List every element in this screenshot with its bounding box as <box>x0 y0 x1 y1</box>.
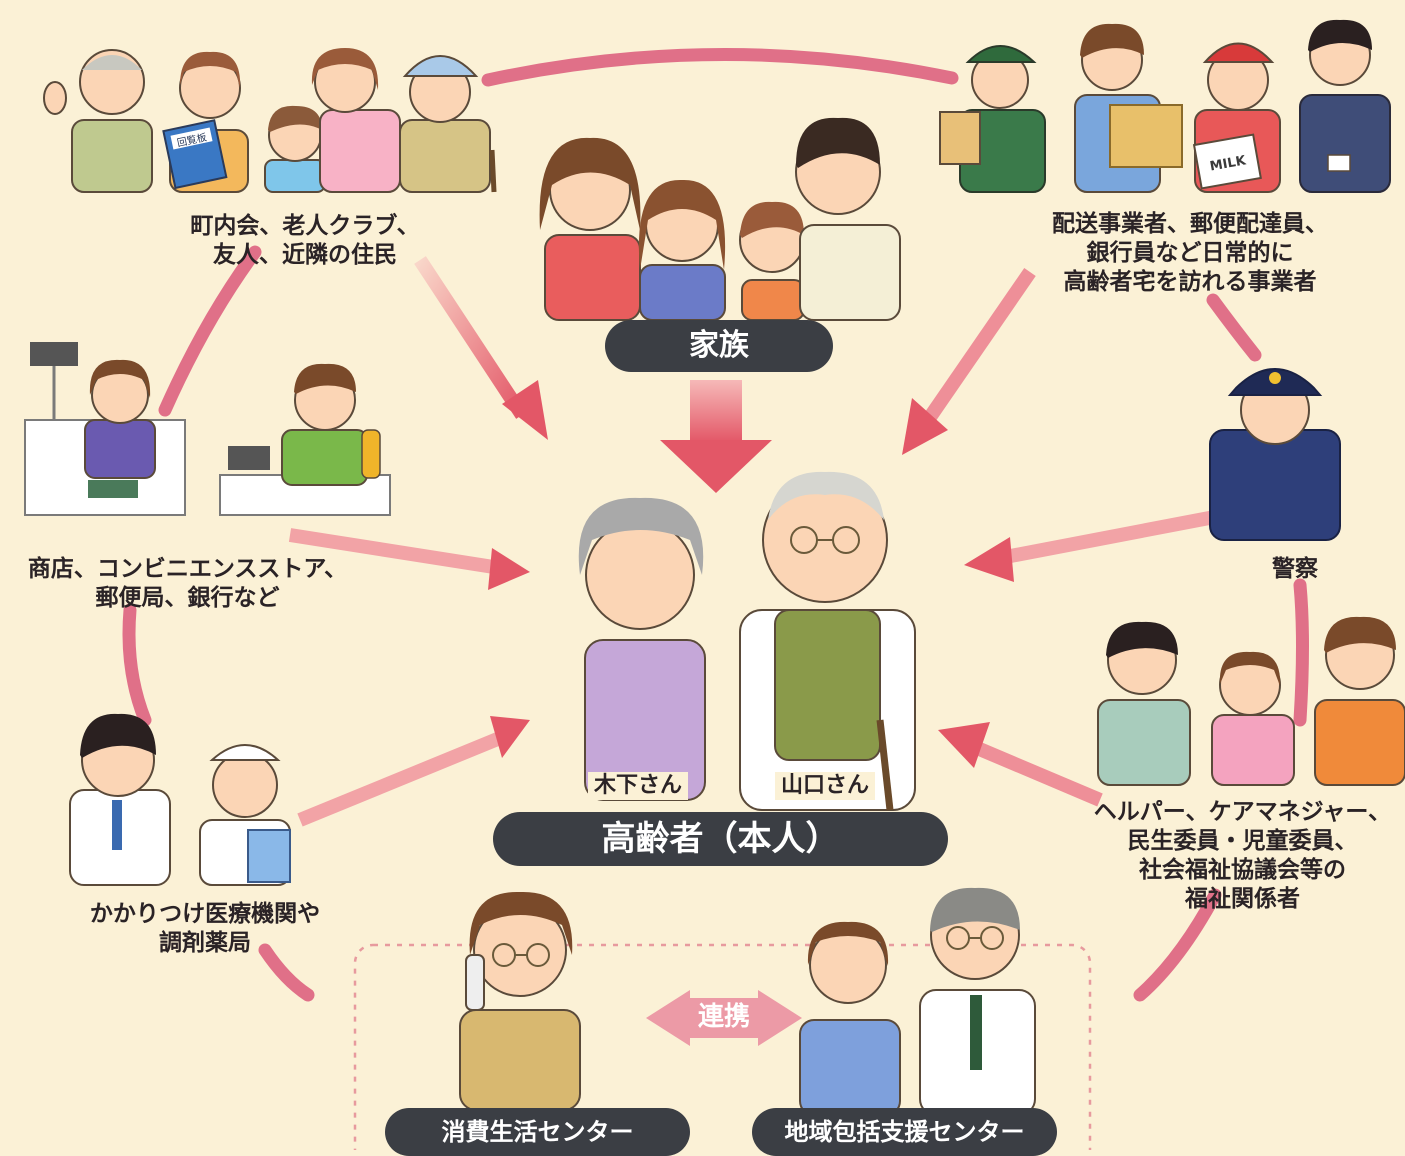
phone-icon <box>465 954 485 1011</box>
neighbors-illustration: 回覧板 <box>43 48 497 193</box>
elderly-center-pill: 高齢者（本人） <box>493 812 948 866</box>
businesses-illustration: MILK <box>939 19 1391 193</box>
regional-center-illustration <box>799 887 1036 1116</box>
person-milk-delivery: MILK <box>1192 42 1281 193</box>
arrow-neighbors <box>414 256 548 440</box>
family-pill: 家族 <box>605 320 833 372</box>
nurse-cap-icon <box>209 744 281 761</box>
police-illustration <box>1209 368 1341 541</box>
connector-left-lower <box>258 943 315 1002</box>
shops-illustration <box>24 342 391 516</box>
person-welfare-man <box>1097 621 1191 786</box>
person-elder-man-waving <box>43 49 153 193</box>
shops-label-line2: 郵便局、銀行など <box>95 585 280 611</box>
businesses-label-line1: 配送事業者、郵便配達員、 <box>1052 211 1328 237</box>
welfare-illustration <box>1097 616 1405 786</box>
person-doctor <box>69 713 171 886</box>
family-son <box>739 201 805 321</box>
person-staff-woman <box>799 921 901 1116</box>
glasses-icon <box>946 926 1004 950</box>
neighbors-label-line1: 町内会、老人クラブ、 <box>190 213 420 239</box>
arrow-medical <box>297 716 530 827</box>
link-label: 連携 <box>697 1002 750 1032</box>
arrow-police <box>964 508 1227 582</box>
arrow-welfare <box>938 722 1103 807</box>
neighbors-label: 町内会、老人クラブ、 友人、近隣の住民 <box>170 212 440 270</box>
glasses-icon <box>790 526 860 554</box>
person-banker <box>1299 19 1391 193</box>
medical-label: かかりつけ医療機関や 調剤薬局 <box>70 900 340 958</box>
family-illustration <box>539 117 901 321</box>
medical-illustration <box>69 713 291 886</box>
id-badge-icon <box>1327 154 1351 172</box>
milk-label: MILK <box>1209 153 1248 174</box>
welfare-label-line1: ヘルパー、ケアマネジャー、 <box>1093 799 1392 825</box>
person-mother <box>311 48 401 193</box>
person-postman <box>939 45 1046 193</box>
person-welfare-woman <box>1211 651 1295 786</box>
centers-frame <box>353 943 1092 1150</box>
network-connector-lines <box>122 48 1309 1002</box>
name-tag-kinoshita: 木下さん <box>588 772 689 800</box>
circular-board-icon: 回覧板 <box>162 119 228 190</box>
businesses-label: 配送事業者、郵便配達員、 銀行員など日常的に 高齢者宅を訪れる事業者 <box>1040 210 1340 297</box>
elderly-man-yamaguchi <box>739 471 916 811</box>
cane-icon <box>876 719 894 811</box>
bottle-icon <box>361 429 381 479</box>
family-father <box>795 117 901 321</box>
arrow-businesses <box>902 268 1036 455</box>
person-staff-man <box>919 887 1036 1116</box>
glasses-icon <box>492 943 550 967</box>
police-label-line1: 警察 <box>1272 556 1318 582</box>
medical-label-line2: 調剤薬局 <box>159 930 251 956</box>
shops-label-line1: 商店、コンビニエンスストア、 <box>27 556 348 582</box>
welfare-label-line3: 社会福祉協議会等の <box>1139 857 1346 883</box>
family-daughter <box>638 179 726 321</box>
register-display-icon <box>228 446 270 470</box>
arrow-family <box>660 380 772 493</box>
neighbors-label-line2: 友人、近隣の住民 <box>213 242 397 268</box>
counter-display-icon <box>30 342 78 366</box>
connector-left-middle <box>122 603 152 727</box>
person-woman-with-board: 回覧板 <box>162 51 249 193</box>
milk-crate-icon: MILK <box>1192 133 1262 190</box>
person-bank-clerk <box>84 359 156 479</box>
connector-right-upper <box>1206 293 1262 362</box>
welfare-label: ヘルパー、ケアマネジャー、 民生委員・児童委員、 社会福祉協議会等の 福祉関係者 <box>1090 798 1395 914</box>
connector-right-lower <box>1133 888 1222 1002</box>
person-nurse <box>199 744 291 886</box>
clipboard-icon <box>247 829 291 883</box>
family-mother <box>539 137 641 321</box>
medical-label-line1: かかりつけ医療機関や <box>89 901 321 927</box>
support-arrows <box>288 256 1227 827</box>
connector-top <box>481 48 959 87</box>
arrow-shops <box>288 528 530 590</box>
person-boy <box>264 105 326 193</box>
connector-left-upper <box>158 245 262 417</box>
consumer-center-pill: 消費生活センター <box>385 1108 690 1156</box>
envelope-icon <box>939 111 981 165</box>
name-tag-yamaguchi: 山口さん <box>775 772 876 800</box>
police-label: 警察 <box>1250 555 1340 584</box>
person-elder-with-cane <box>399 55 497 193</box>
person-courier <box>1074 23 1183 193</box>
link-arrow <box>646 990 802 1046</box>
businesses-label-line2: 銀行員など日常的に <box>1086 240 1294 266</box>
welfare-label-line4: 福祉関係者 <box>1185 886 1300 912</box>
necktie-icon <box>970 995 982 1070</box>
shops-label: 商店、コンビニエンスストア、 郵便局、銀行など <box>15 555 360 613</box>
consumer-center-illustration <box>459 891 581 1111</box>
businesses-label-line3: 高齢者宅を訪れる事業者 <box>1063 269 1317 295</box>
welfare-label-line2: 民生委員・児童委員、 <box>1127 828 1358 854</box>
connector-right-middle <box>1293 578 1309 727</box>
parcel-icon <box>1109 104 1183 168</box>
person-shop-clerk <box>281 363 381 486</box>
elderly-couple-illustration <box>578 471 916 811</box>
regional-center-pill: 地域包括支援センター <box>752 1108 1057 1156</box>
person-welfare-young-man <box>1314 616 1405 786</box>
elderly-woman-kinoshita <box>578 497 706 801</box>
